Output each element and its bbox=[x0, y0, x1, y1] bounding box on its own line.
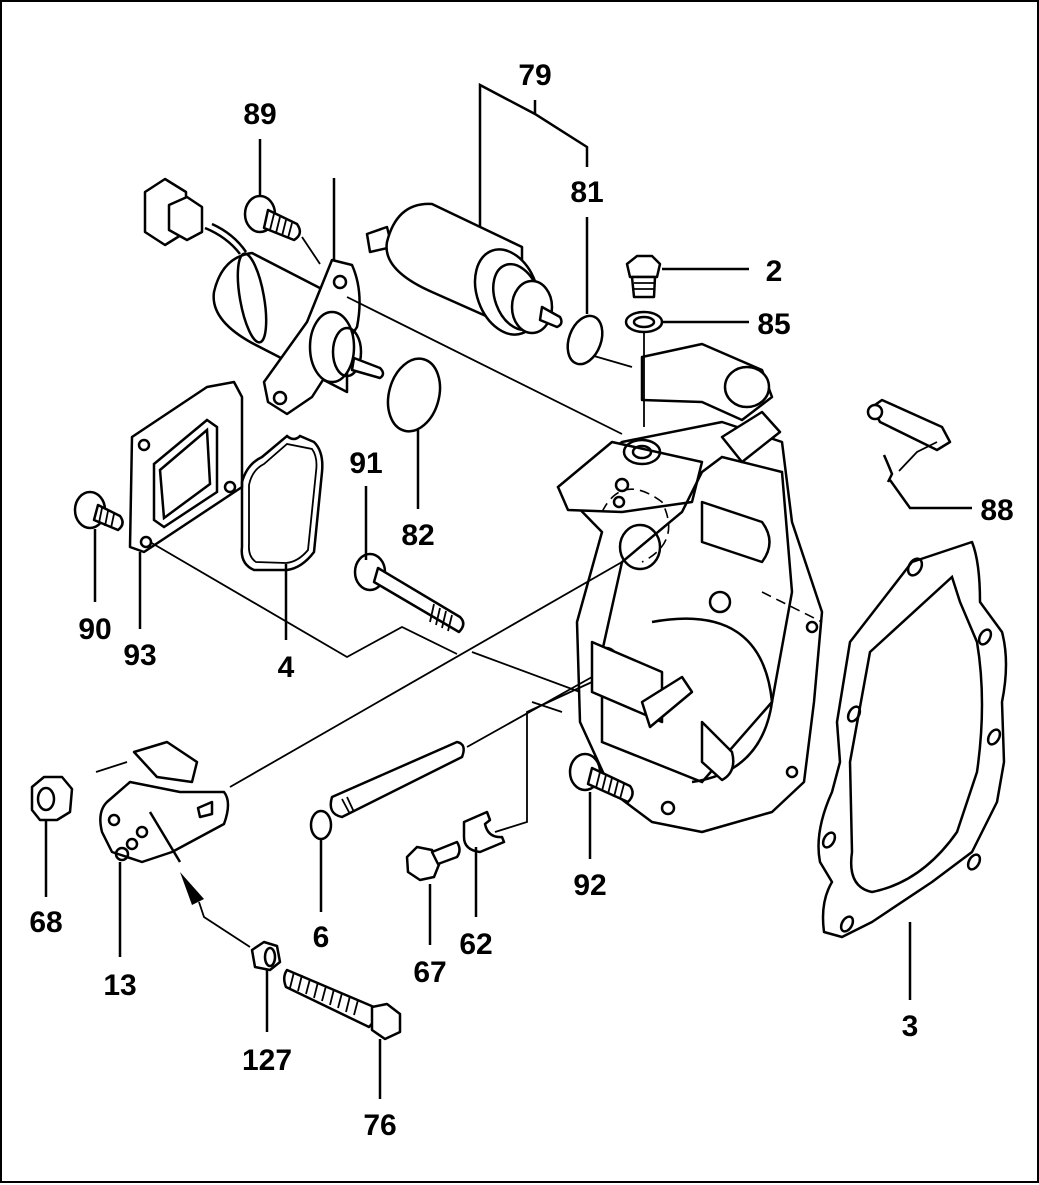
gasket-4-part bbox=[240, 434, 324, 572]
callout-93[interactable]: 93 bbox=[123, 639, 156, 672]
o-ring-6-part bbox=[309, 809, 333, 841]
callout-82[interactable]: 82 bbox=[401, 519, 434, 552]
governor-housing-part bbox=[556, 342, 824, 834]
callout-91[interactable]: 91 bbox=[349, 447, 382, 480]
arrow-icon bbox=[180, 872, 204, 905]
washer-85-part bbox=[624, 310, 664, 334]
callout-92[interactable]: 127 bbox=[242, 1044, 292, 1077]
callout-90[interactable]: 92 bbox=[573, 869, 606, 902]
callout-79[interactable]: 79 bbox=[518, 59, 551, 92]
callout-81[interactable]: 81 bbox=[570, 176, 603, 209]
bolt-67-part bbox=[405, 840, 461, 882]
callout-67[interactable]: 67 bbox=[413, 956, 446, 989]
nut-92-part bbox=[250, 940, 282, 972]
cover-plate-93-part bbox=[128, 380, 244, 554]
callout-labels: 79 89 81 2 85 91 88 82 90 93 4 92 68 6 6… bbox=[29, 59, 1013, 1142]
callout-68[interactable]: 68 bbox=[29, 906, 62, 939]
shaft-part bbox=[329, 740, 465, 819]
bolt-90-part bbox=[568, 752, 634, 804]
nut-68-part bbox=[30, 775, 74, 822]
callout-76[interactable]: 76 bbox=[363, 1109, 396, 1142]
callout-4[interactable]: 4 bbox=[278, 651, 295, 684]
bolt-88-part bbox=[73, 490, 124, 532]
lever-bracket-13-part bbox=[99, 740, 230, 864]
callout-85[interactable]: 85 bbox=[757, 308, 790, 341]
stop-solenoid-part bbox=[212, 251, 385, 416]
callout-62[interactable]: 62 bbox=[459, 928, 492, 961]
callout-leaders bbox=[44, 82, 972, 1099]
connector-part bbox=[143, 177, 248, 255]
bolt-89-part bbox=[243, 194, 302, 242]
callout-2[interactable]: 2 bbox=[766, 255, 783, 288]
callout-87[interactable]: 88 bbox=[980, 494, 1013, 527]
callout-89[interactable]: 89 bbox=[243, 98, 276, 131]
clip-62-part bbox=[462, 810, 506, 854]
o-ring-82-part bbox=[386, 357, 442, 433]
callout-88[interactable]: 90 bbox=[78, 613, 111, 646]
gasket-3-part bbox=[817, 540, 1008, 939]
callout-6[interactable]: 6 bbox=[313, 921, 330, 954]
solenoid-79-part bbox=[365, 202, 563, 336]
o-ring-81-part bbox=[566, 314, 604, 366]
plug-2-part bbox=[625, 254, 662, 299]
callout-13[interactable]: 13 bbox=[103, 969, 136, 1002]
pin-87-part bbox=[866, 398, 952, 483]
bolt-91-part bbox=[353, 552, 465, 634]
bolt-76-part bbox=[283, 968, 402, 1041]
callout-3[interactable]: 3 bbox=[902, 1010, 919, 1043]
assembly-lines bbox=[95, 236, 938, 833]
